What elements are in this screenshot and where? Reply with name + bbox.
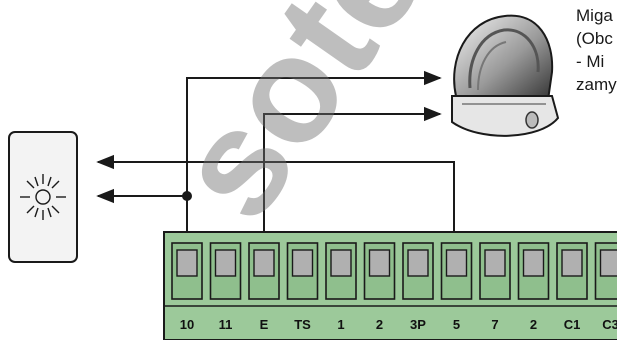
flashing-lamp-icon: [451, 14, 560, 137]
terminal-label: 5: [453, 317, 460, 332]
terminal-C3: [594, 242, 617, 300]
terminal-5: [440, 242, 473, 300]
terminal-10: [171, 242, 203, 300]
terminal-label: 2: [530, 317, 537, 332]
terminal-2: [363, 242, 396, 300]
terminal-2: [517, 242, 550, 300]
terminal-3P: [402, 242, 434, 300]
terminal-block: 10 11 E TS 1 2 3P 5 7 2 C1 C3: [163, 231, 617, 340]
terminal-label: E: [260, 317, 269, 332]
terminal-11: [209, 242, 242, 300]
terminal-label: 3P: [410, 317, 426, 332]
terminal-label: 2: [376, 317, 383, 332]
caption: Miga (Obc - Mi zamy: [576, 4, 617, 96]
terminal-label: 7: [491, 317, 498, 332]
caption-line: - Mi: [576, 52, 605, 71]
wire-5-to-light: [96, 154, 455, 262]
terminal-TS: [286, 242, 319, 300]
terminal-C1: [556, 242, 588, 300]
caption-line: Miga: [576, 6, 613, 25]
terminal-label: 11: [219, 317, 233, 332]
terminal-label: C1: [564, 317, 581, 332]
terminal-label: C3: [602, 317, 617, 332]
terminal-E: [248, 242, 280, 300]
terminal-1: [325, 242, 357, 300]
sun-bulb-icon: [20, 174, 66, 220]
caption-line: (Obc: [576, 29, 613, 48]
terminal-7: [479, 242, 511, 300]
wire-10-to-lamp: [186, 70, 442, 235]
terminal-label: 1: [337, 317, 344, 332]
terminal-label: 10: [180, 317, 194, 332]
light-unit: [8, 131, 78, 263]
terminal-label: TS: [294, 317, 311, 332]
junction-dot: [182, 191, 192, 201]
caption-line: zamy: [576, 75, 617, 94]
wire-e-to-lamp: [263, 106, 442, 262]
